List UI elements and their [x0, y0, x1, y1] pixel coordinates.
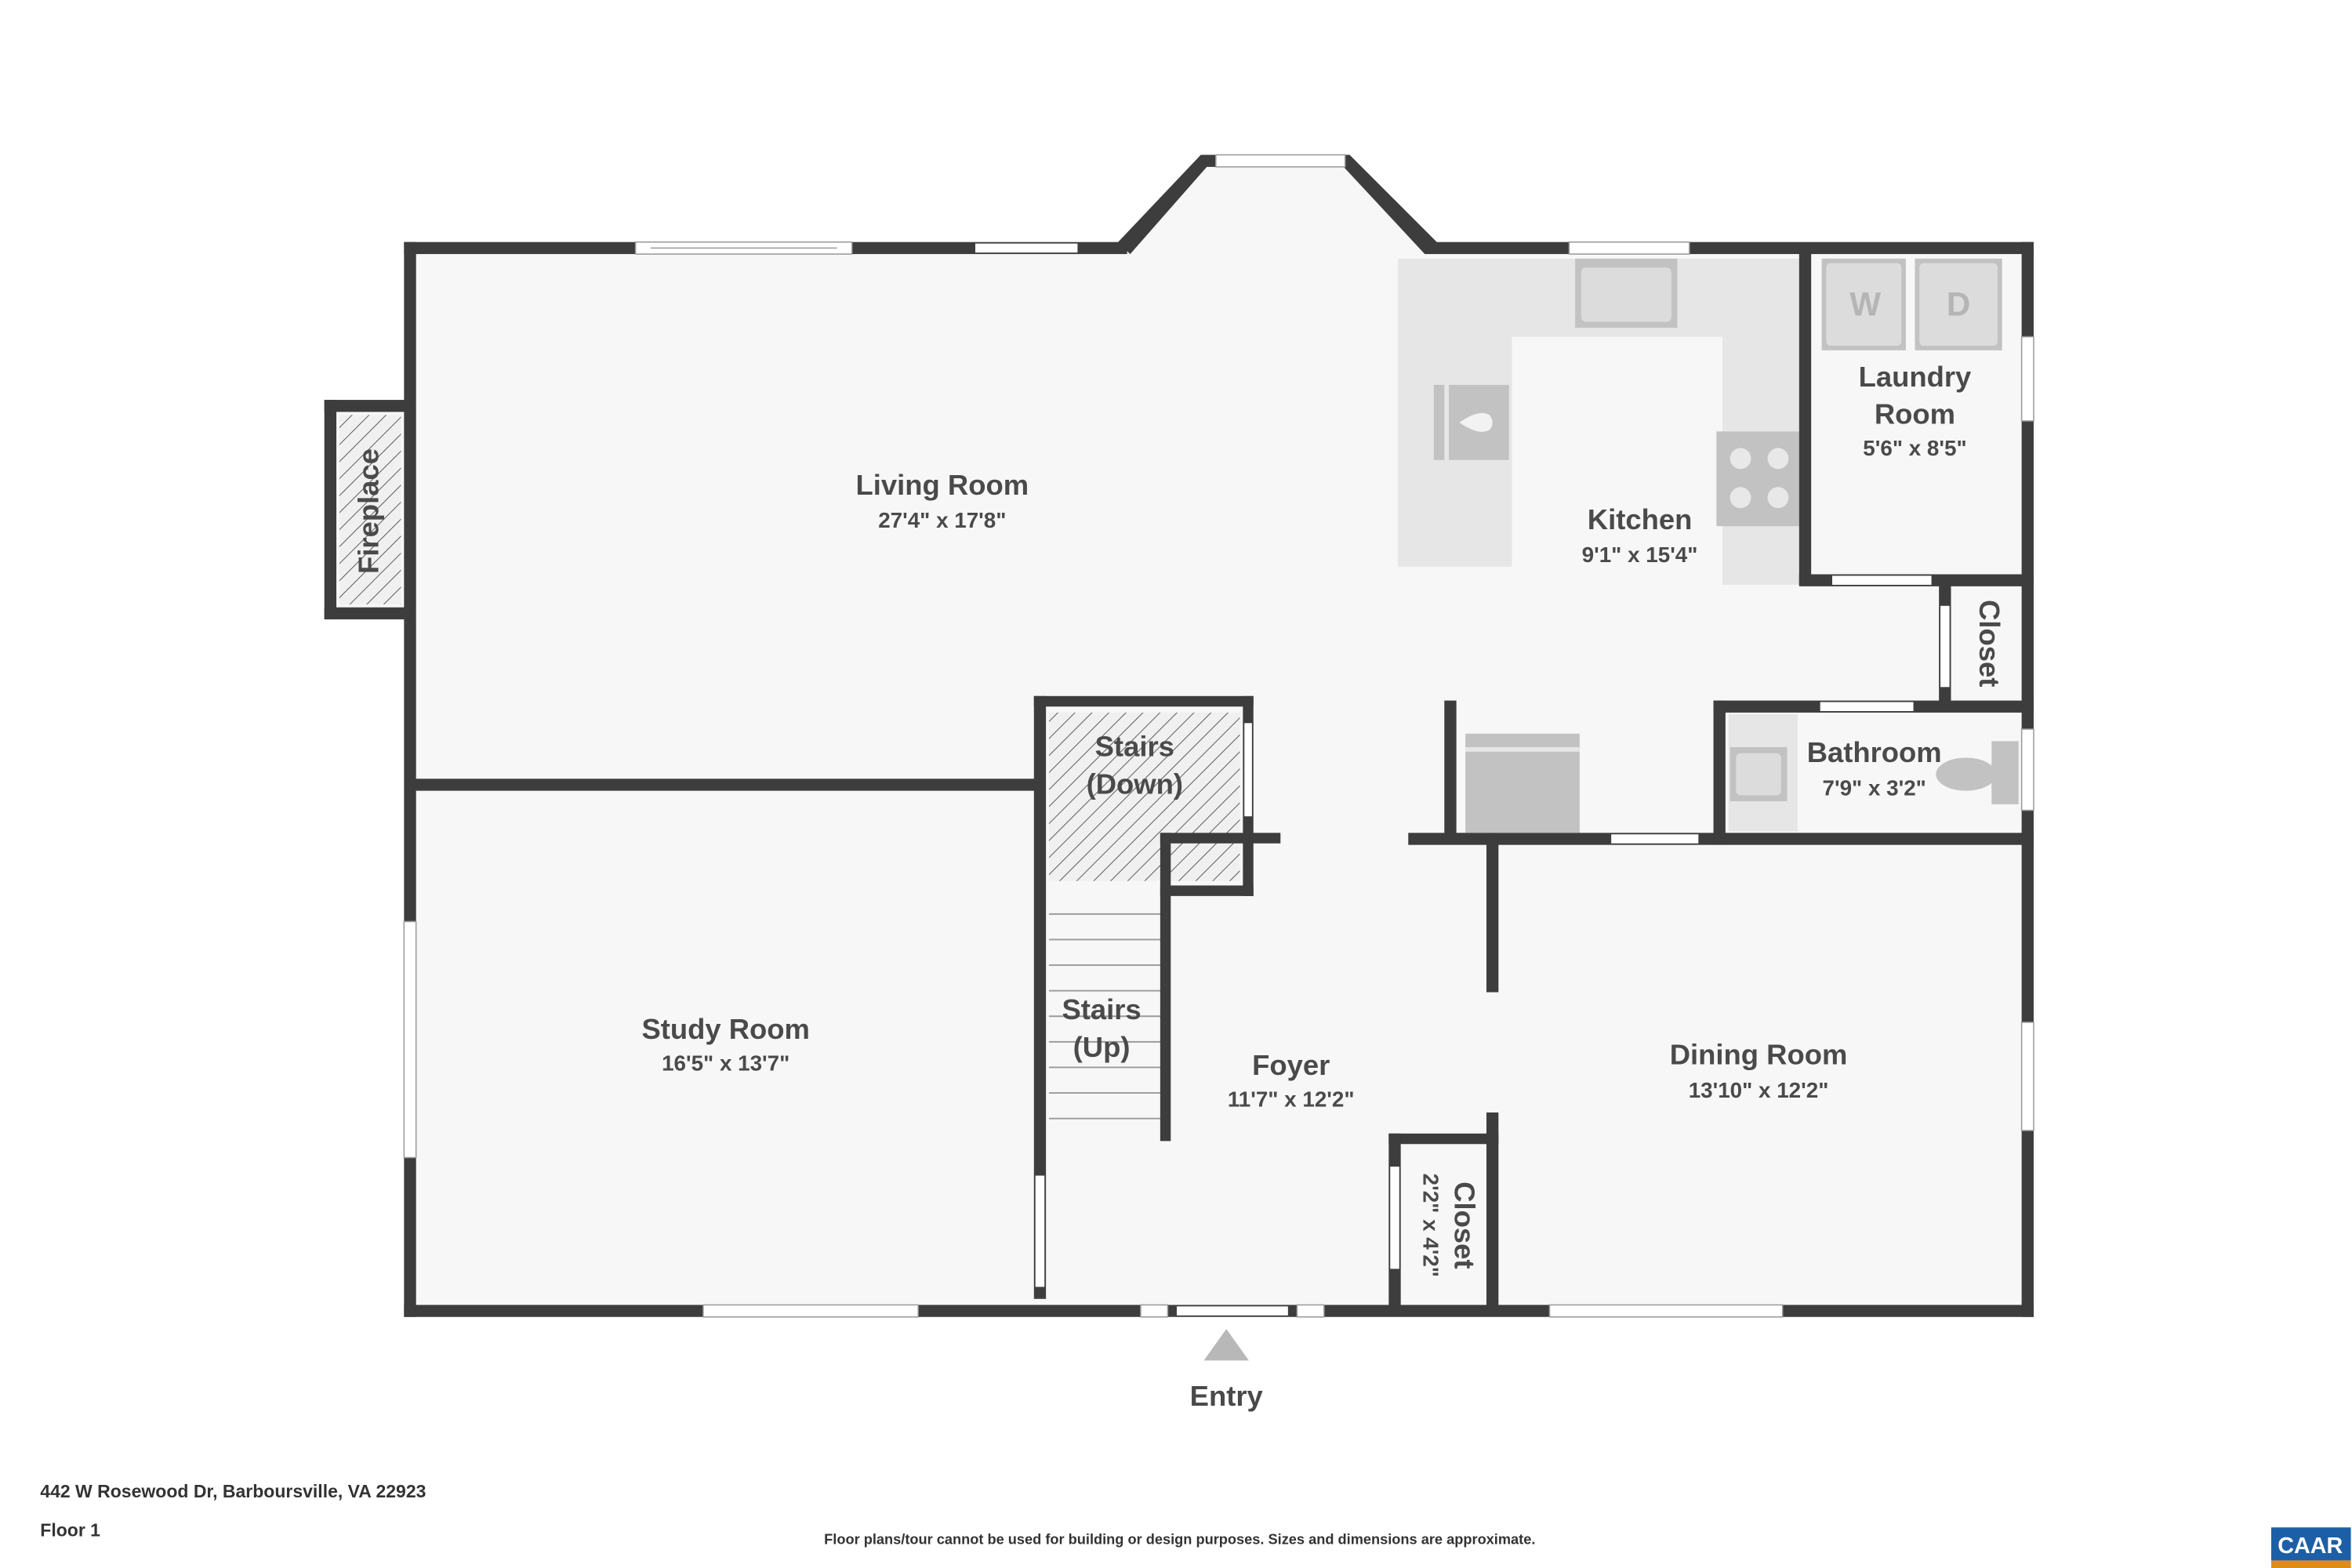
logo-text: CAAR	[2278, 1534, 2343, 1559]
dining-room-dim: 13'10" x 12'2"	[1689, 1078, 1829, 1102]
entry-label: Entry	[1190, 1380, 1264, 1412]
stairs-down-name-1: Stairs	[1095, 731, 1174, 763]
address: 442 W Rosewood Dr, Barboursville, VA 229…	[40, 1481, 426, 1501]
stairs-up-treads	[1048, 913, 1163, 1120]
upper-closet-name: Closet	[1973, 600, 2005, 687]
toilet-tank	[1991, 741, 2019, 804]
living-room-dim: 27'4" x 17'8"	[878, 508, 1006, 532]
floor-label: Floor 1	[40, 1520, 100, 1541]
lower-closet-name: Closet	[1449, 1181, 1481, 1269]
study-room-dim: 16'5" x 13'7"	[662, 1051, 789, 1075]
dishwasher-drop-icon	[1459, 412, 1493, 432]
disclaimer: Floor plans/tour cannot be used for buil…	[824, 1531, 1535, 1547]
dishwasher-edge	[1444, 384, 1450, 460]
sink-basin	[1581, 267, 1671, 322]
laundry-dim: 5'6" x 8'5"	[1863, 436, 1966, 460]
fireplace-name: Fireplace	[353, 448, 385, 574]
stove	[1716, 431, 1799, 527]
stove-burners	[1730, 448, 1789, 509]
windows	[403, 154, 2034, 1318]
laundry-name-1: Laundry	[1859, 361, 1972, 393]
bathroom-dim: 7'9" x 3'2"	[1823, 775, 1926, 800]
dryer-label: D	[1947, 286, 1970, 323]
bath-sink-basin	[1736, 753, 1781, 796]
kitchen-name: Kitchen	[1588, 503, 1693, 535]
study-room-name: Study Room	[641, 1013, 809, 1045]
toilet-bowl	[1936, 757, 1997, 791]
stairs-down-hatch	[1048, 712, 1240, 881]
foyer-dim: 11'7" x 12'2"	[1228, 1087, 1355, 1111]
caar-logo: CAAR	[2270, 1527, 2351, 1568]
stairs-up-name-2: (Up)	[1073, 1031, 1131, 1063]
living-room-name: Living Room	[856, 469, 1029, 501]
laundry-name-2: Room	[1875, 398, 1955, 430]
bathroom-name: Bathroom	[1807, 736, 1942, 768]
washer-top	[1826, 263, 1902, 347]
entry-arrow-icon	[1203, 1329, 1250, 1361]
fireplace-hatch	[339, 415, 401, 604]
fridge-line	[1465, 747, 1580, 752]
foyer-name: Foyer	[1252, 1049, 1330, 1081]
stairs-down-name-2: (Down)	[1087, 768, 1183, 800]
dining-room-name: Dining Room	[1670, 1039, 1848, 1071]
lower-closet-dim: 2'2" x 4'2"	[1418, 1174, 1443, 1277]
kitchen-dim: 9'1" x 15'4"	[1582, 543, 1698, 567]
washer-label: W	[1849, 286, 1881, 323]
kitchen-counter	[1397, 258, 1799, 585]
dryer-top	[1919, 263, 1998, 347]
stairs-up-name-1: Stairs	[1062, 993, 1141, 1025]
